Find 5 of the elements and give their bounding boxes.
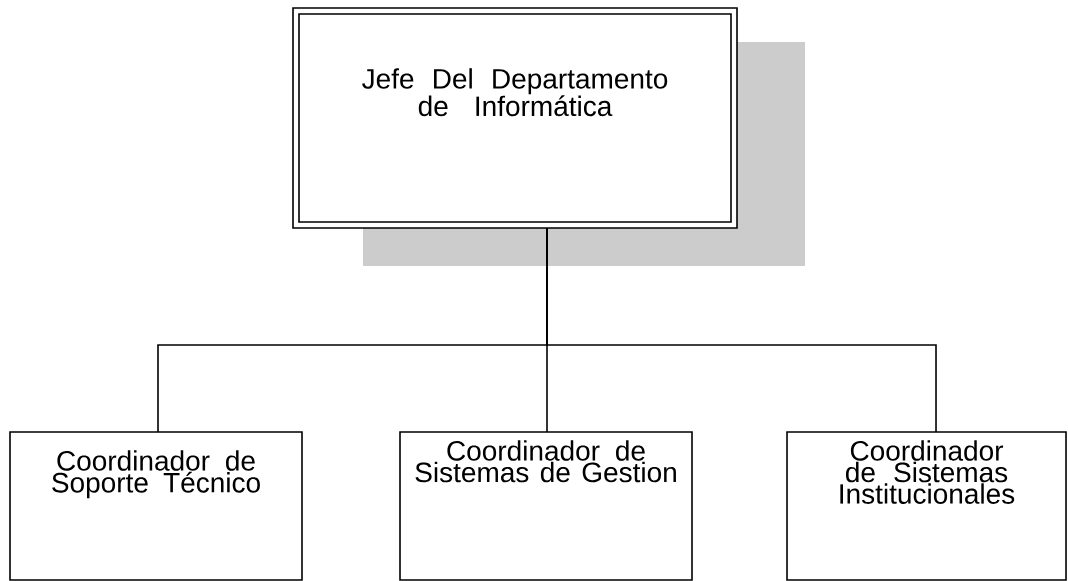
coordinator-box: Coordinador de Sistemas Institucionales <box>786 431 1067 581</box>
connector-line <box>546 227 937 433</box>
department-head-box: Jefe Del Departamento de Informática <box>292 7 805 266</box>
coordinator-box: Coordinador de Soporte Técnico <box>9 431 303 581</box>
coordinator-box: Coordinador de Sistemas de Gestion <box>399 431 693 581</box>
